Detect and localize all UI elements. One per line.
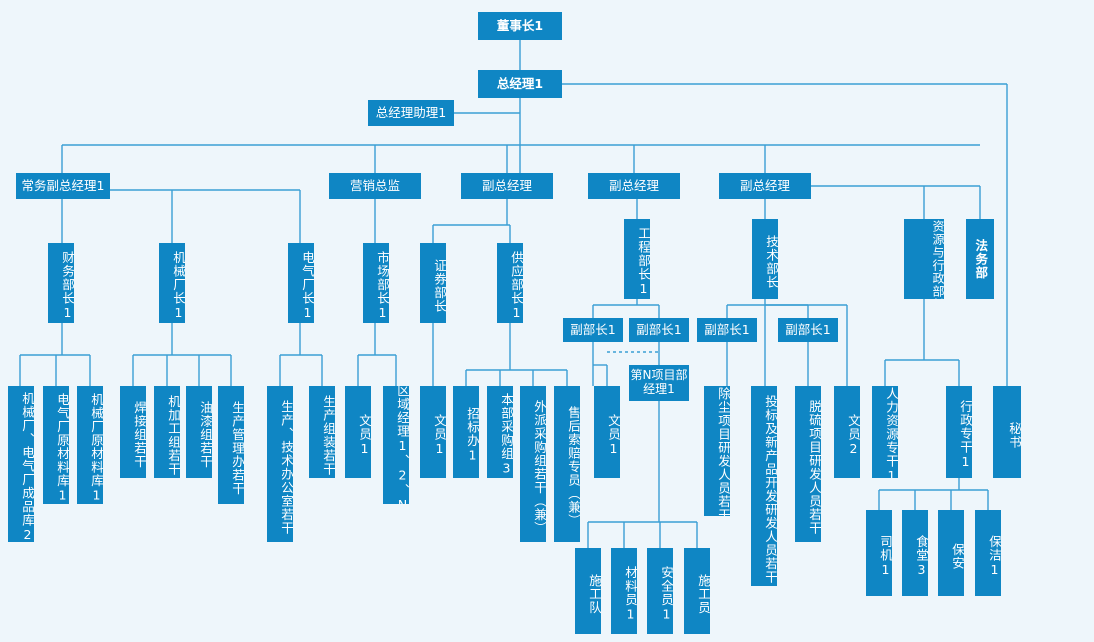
elec-raw-warehouse-box[interactable]: 电气厂原材料库1	[43, 386, 69, 504]
executive-vp-box[interactable]: 常务副总经理1	[16, 173, 110, 199]
engineering-head-box[interactable]: 工程部长1	[624, 219, 650, 299]
desulfur-rd-box[interactable]: 脱硫项目研发人员若干	[795, 386, 821, 542]
machining-team-box[interactable]: 机加工组若干	[154, 386, 180, 478]
tech-clerk-box[interactable]: 文员2	[834, 386, 860, 478]
project-manager-box[interactable]: 第N项目部经理1	[629, 365, 689, 401]
market-head-box[interactable]: 市场部长1	[363, 243, 389, 323]
outsourced-procurement-box[interactable]: 外派采购组若干（兼）	[520, 386, 546, 542]
security-box[interactable]: 保安	[938, 510, 964, 596]
regional-managers-box[interactable]: 区域经理1、2、N	[383, 386, 409, 504]
tender-office-box[interactable]: 招标办1	[453, 386, 479, 478]
welding-team-box[interactable]: 焊接组若干	[120, 386, 146, 478]
tech-head-box[interactable]: 技术部长	[752, 219, 778, 299]
hr-specialist-box[interactable]: 人力资源专干1	[872, 386, 898, 478]
production-assembly-box[interactable]: 生产组装若干	[309, 386, 335, 478]
dust-rd-box[interactable]: 除尘项目研发人员若干	[704, 386, 730, 516]
mach-raw-warehouse-box[interactable]: 机械厂原材料库1	[77, 386, 103, 504]
hr-admin-head-box[interactable]: 人力资源与行政部长1	[904, 219, 944, 299]
vp-a-box[interactable]: 副总经理	[461, 173, 553, 199]
vp-b-box[interactable]: 副总经理	[588, 173, 680, 199]
admin-specialist-box[interactable]: 行政专干1	[946, 386, 972, 478]
general-manager-box[interactable]: 总经理1	[478, 70, 562, 98]
eng-deputy-2-box[interactable]: 副部长1	[629, 318, 689, 342]
finance-head-box[interactable]: 财务部长1	[48, 243, 74, 323]
machinery-head-box[interactable]: 机械厂长1	[159, 243, 185, 323]
secretary-box[interactable]: 秘书	[993, 386, 1021, 478]
painting-team-box[interactable]: 油漆组若干	[186, 386, 212, 478]
driver-box[interactable]: 司机1	[866, 510, 892, 596]
electrical-head-box[interactable]: 电气厂长1	[288, 243, 314, 323]
eng-deputy-1-box[interactable]: 副部长1	[563, 318, 623, 342]
local-procurement-box[interactable]: 本部采购组3	[487, 386, 513, 478]
market-clerk-box[interactable]: 文员1	[345, 386, 371, 478]
production-tech-office-box[interactable]: 生产、技术办公室若干	[267, 386, 293, 542]
mach-elec-warehouse-box[interactable]: 机械厂、电气厂成品库2	[8, 386, 34, 542]
securities-clerk-box[interactable]: 文员1	[420, 386, 446, 478]
vp-c-box[interactable]: 副总经理	[719, 173, 811, 199]
construction-officer-box[interactable]: 施工员	[684, 548, 710, 634]
sales-director-box[interactable]: 营销总监	[329, 173, 421, 199]
cleaner-box[interactable]: 保洁1	[975, 510, 1001, 596]
safety-officer-box[interactable]: 安全员1	[647, 548, 673, 634]
supply-head-box[interactable]: 供应部长1	[497, 243, 523, 323]
production-office-box[interactable]: 生产管理办若干	[218, 386, 244, 504]
chairman-box[interactable]: 董事长1	[478, 12, 562, 40]
gm-assistant-box[interactable]: 总经理助理1	[368, 100, 454, 126]
eng-clerk-box[interactable]: 文员1	[594, 386, 620, 478]
tech-deputy-1-box[interactable]: 副部长1	[697, 318, 757, 342]
materials-officer-box[interactable]: 材料员1	[611, 548, 637, 634]
legal-box[interactable]: 法务部	[966, 219, 994, 299]
tech-deputy-2-box[interactable]: 副部长1	[778, 318, 838, 342]
securities-head-box[interactable]: 证券部长	[420, 243, 446, 323]
canteen-box[interactable]: 食堂3	[902, 510, 928, 596]
after-sales-claims-box[interactable]: 售后索赔专员（兼）	[554, 386, 580, 542]
construction-team-box[interactable]: 施工队	[575, 548, 601, 634]
bidding-rd-box[interactable]: 投标及新产品开发研发人员若干	[751, 386, 777, 586]
